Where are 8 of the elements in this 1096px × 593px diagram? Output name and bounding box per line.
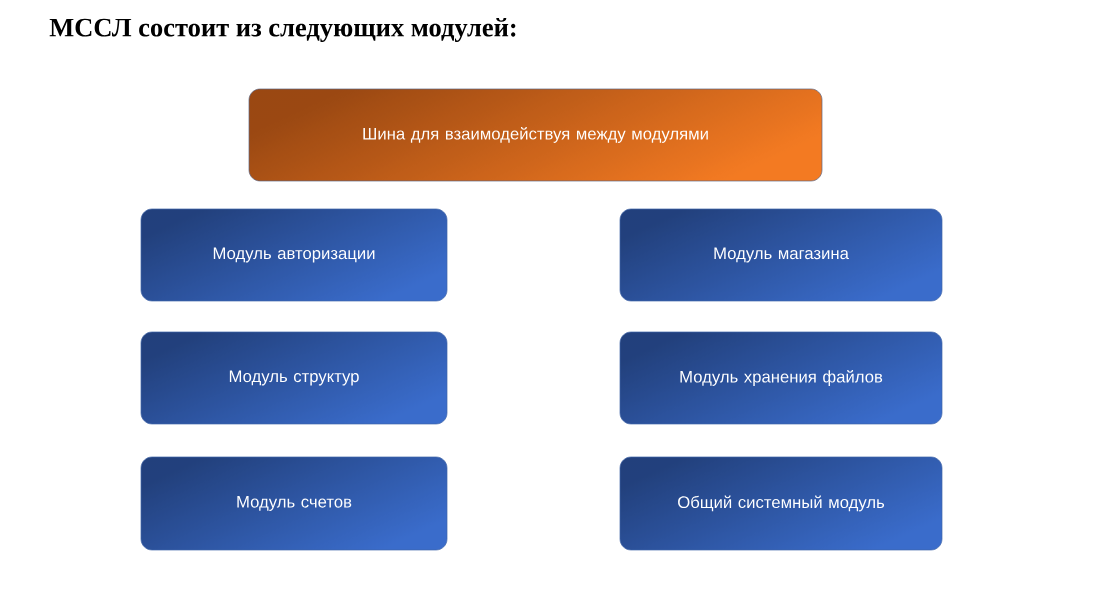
module-box: Модуль хранения файлов: [619, 331, 943, 425]
title: МССЛ состоит из следующих модулей:: [49, 18, 516, 42]
module-box: Модуль счетов: [140, 456, 448, 551]
module-box: Модуль магазина: [619, 208, 943, 302]
module-box: Модуль авторизации: [140, 208, 448, 302]
module-box: Модуль структур: [140, 331, 448, 425]
module-box: Общий системный модуль: [619, 456, 943, 551]
bus-box: Шина для взаимодействуя между модулями: [248, 88, 823, 182]
